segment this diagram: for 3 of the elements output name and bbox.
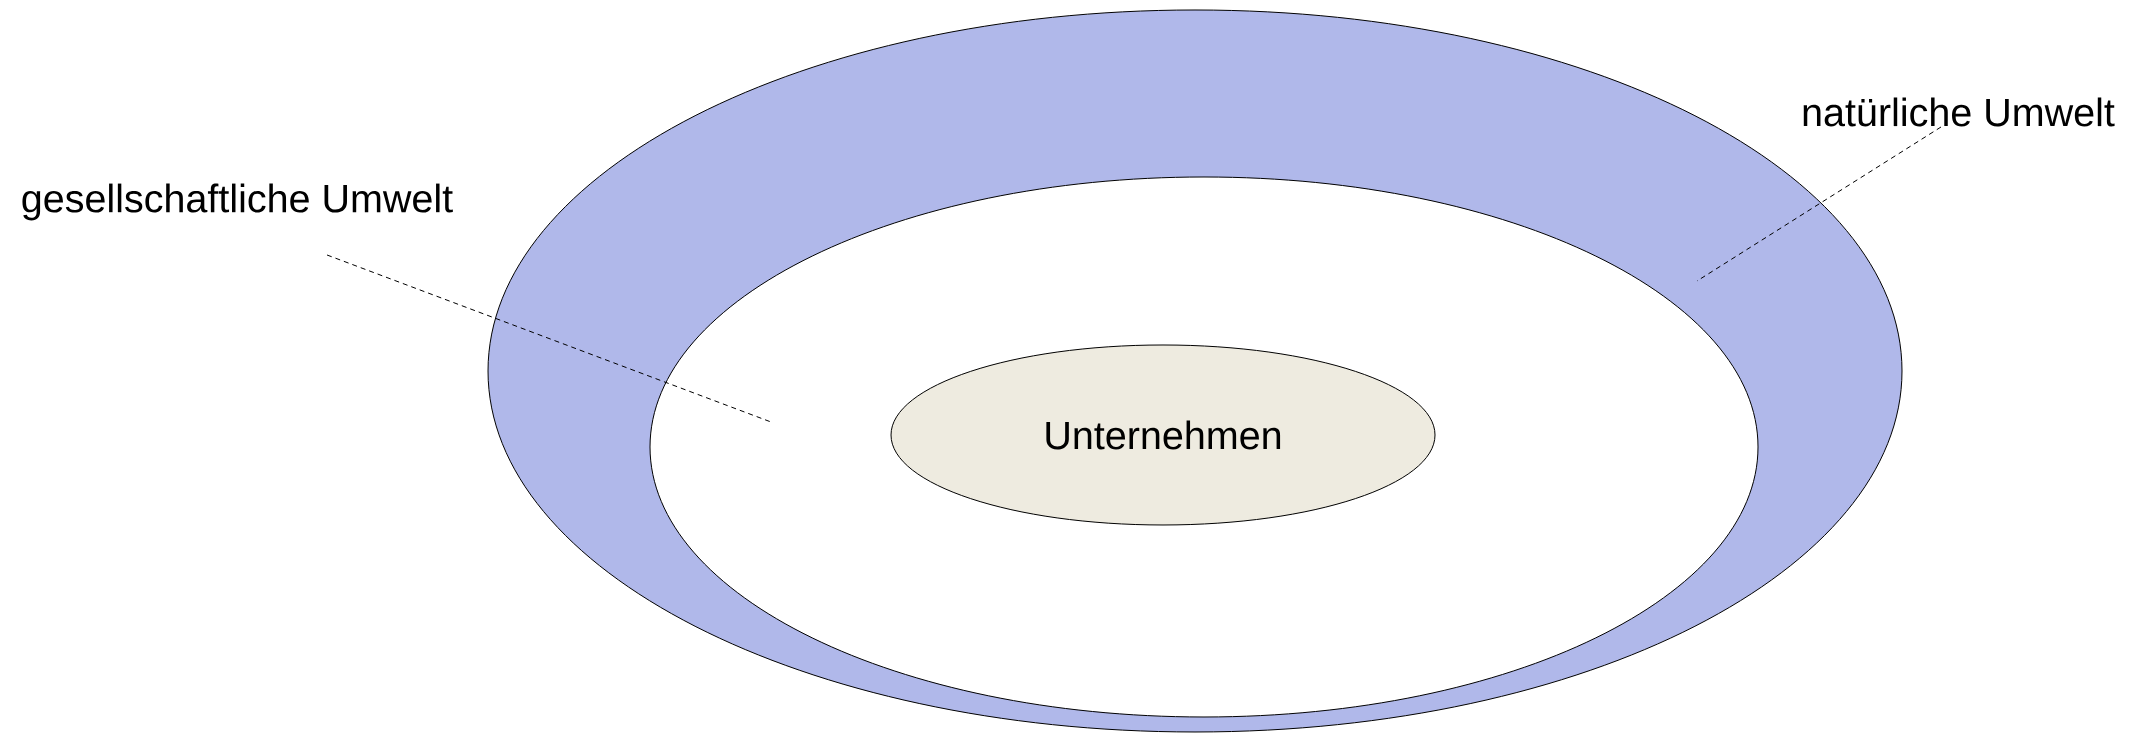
leader-line [1696, 126, 1942, 282]
label-text: gesellschaftliche Umwelt [22, 183, 453, 221]
label-text: natürliche Umwelt [1803, 97, 2115, 127]
